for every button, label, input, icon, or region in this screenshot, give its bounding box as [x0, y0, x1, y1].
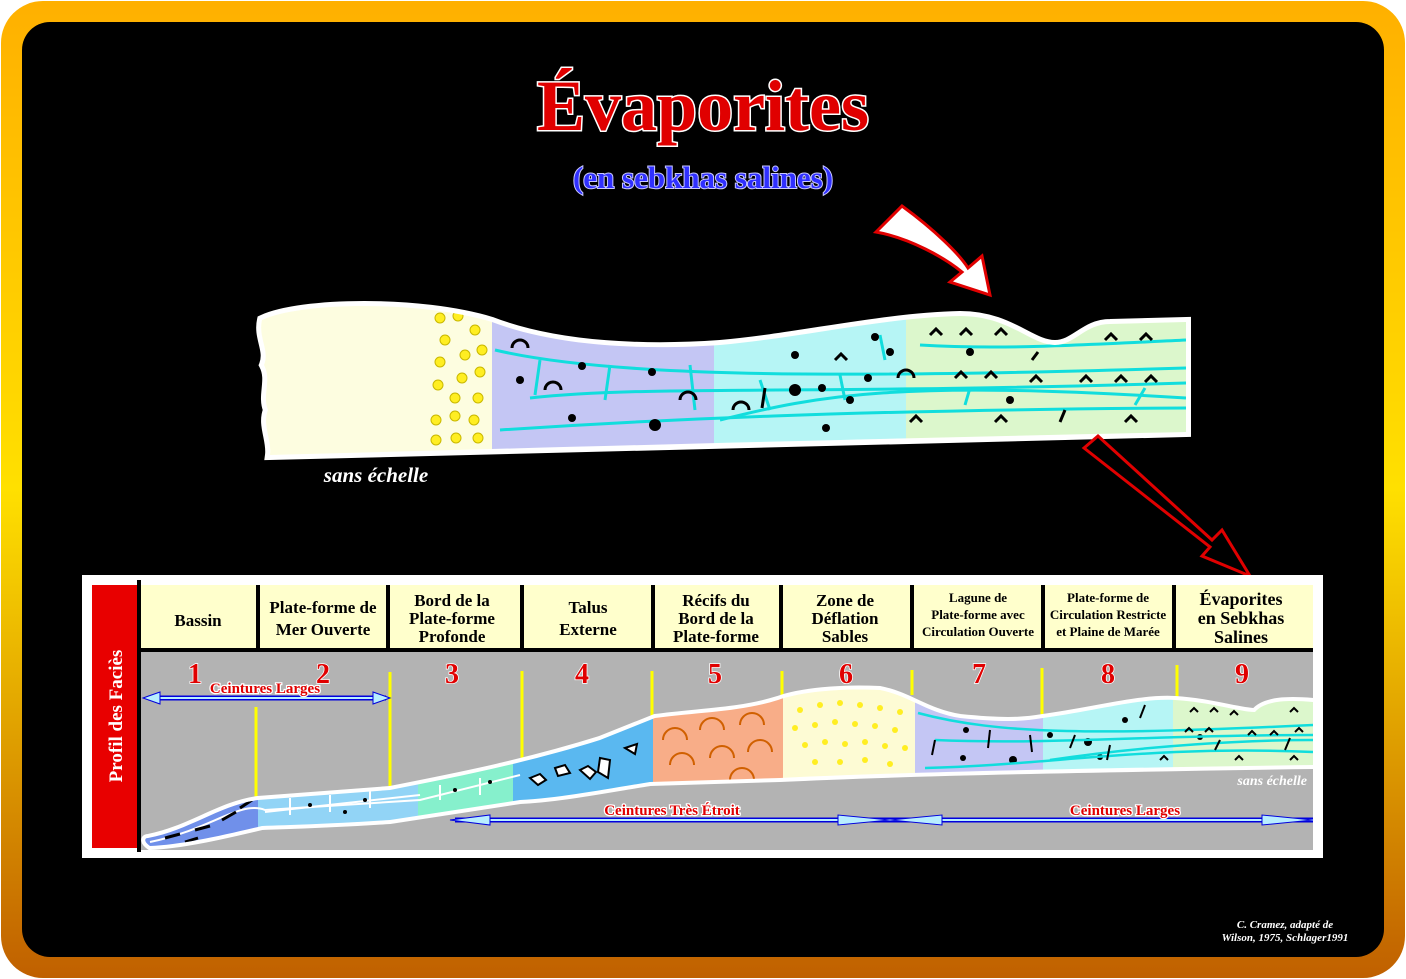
- subtitle: (en sebkhas salines): [573, 160, 833, 195]
- side-label: Profil des Faciès: [106, 650, 127, 783]
- facies-number-4: 4: [575, 659, 589, 690]
- facies-number-8: 8: [1101, 659, 1115, 690]
- facies-boundaries: [254, 665, 1179, 800]
- belt-label-right: Ceintures Larges: [1070, 803, 1180, 819]
- facies-number-5: 5: [708, 659, 722, 690]
- evaporite-block-diagram: sans échelle: [256, 301, 1191, 487]
- belt-arrow-middle: [449, 814, 891, 826]
- facies-number-9: 9: [1235, 659, 1249, 690]
- scale-note-profile: sans échelle: [1236, 774, 1307, 789]
- facies-number-7: 7: [972, 659, 986, 690]
- facies-header-1: Bassin: [174, 611, 222, 630]
- facies-number-3: 3: [445, 659, 459, 690]
- pointer-arrow-icon: [872, 204, 992, 298]
- belt-label-left: Ceintures Larges: [210, 681, 320, 697]
- scale-note-top: sans échelle: [323, 463, 428, 487]
- side-label-bar: [92, 585, 137, 848]
- facies-number-6: 6: [839, 659, 853, 690]
- facies-number-2: 2: [316, 659, 330, 690]
- belt-arrow-left: [141, 691, 392, 705]
- title: Évaporites: [537, 66, 869, 146]
- belt-arrow-right: [889, 814, 1314, 826]
- pointer-arrow-outline-icon: [1081, 433, 1254, 580]
- facies-number-1: 1: [188, 659, 202, 690]
- belt-label-middle: Ceintures Très Étroit: [604, 802, 740, 819]
